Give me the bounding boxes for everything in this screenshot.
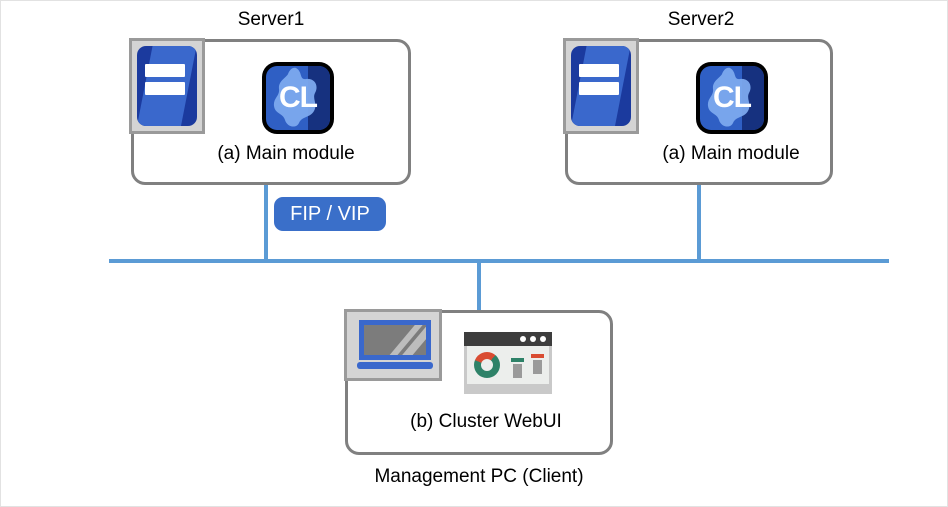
client-module-label: (b) Cluster WebUI [410, 411, 562, 432]
fip-vip-badge[interactable]: FIP / VIP [274, 197, 386, 231]
server1-module-label: (a) Main module [217, 143, 355, 164]
browser-status-widget-2-cap [531, 354, 544, 358]
server1-network-drop-line [264, 185, 268, 261]
server1-server-tower-icon [129, 38, 205, 134]
server2-tower-slot-2 [579, 82, 619, 95]
browser-status-widget-1-stem [513, 364, 522, 378]
server2-tower-body [571, 46, 631, 126]
browser-status-widget-2-stem [533, 360, 542, 374]
server2-cl-icon-face: CL [700, 66, 764, 130]
client-network-drop-line [477, 261, 481, 311]
server2-server-tower-icon [563, 38, 639, 134]
server1-cl-icon-face: CL [266, 66, 330, 130]
browser-dot-3 [540, 336, 546, 342]
server1-cl-icon-text: CL [279, 81, 318, 114]
browser-donut-chart-icon [474, 352, 500, 378]
browser-status-widget-1 [511, 358, 524, 378]
server2-module-label: (a) Main module [662, 143, 800, 164]
server1-cl-icon-splash [273, 67, 317, 127]
browser-titlebar [464, 332, 552, 346]
browser-content-area [467, 346, 549, 384]
browser-dot-2 [530, 336, 536, 342]
server1-tower-slot-2 [145, 82, 185, 95]
laptop-base [357, 362, 433, 369]
server2-tower-slot-1 [579, 63, 619, 77]
server2-network-drop-line [697, 185, 701, 261]
server2-cl-icon-splash [707, 67, 751, 127]
server1-tower-slot-1 [145, 63, 185, 77]
browser-dot-1 [520, 336, 526, 342]
management-pc-caption: Management PC (Client) [374, 466, 584, 487]
client-laptop-icon [344, 309, 442, 381]
client-browser-window-icon[interactable] [464, 332, 552, 394]
laptop-screen [359, 320, 431, 360]
network-bus-line [109, 259, 889, 263]
server1-tower-body [137, 46, 197, 126]
fip-vip-label: FIP / VIP [290, 203, 370, 225]
browser-status-widget-2 [531, 354, 544, 374]
browser-status-widget-1-cap [511, 358, 524, 362]
server2-caption: Server2 [667, 9, 735, 30]
server1-clusterpro-cl-icon[interactable]: CL [262, 62, 334, 134]
server2-cl-icon-text: CL [713, 81, 752, 114]
server2-clusterpro-cl-icon[interactable]: CL [696, 62, 768, 134]
server1-caption: Server1 [237, 9, 305, 30]
